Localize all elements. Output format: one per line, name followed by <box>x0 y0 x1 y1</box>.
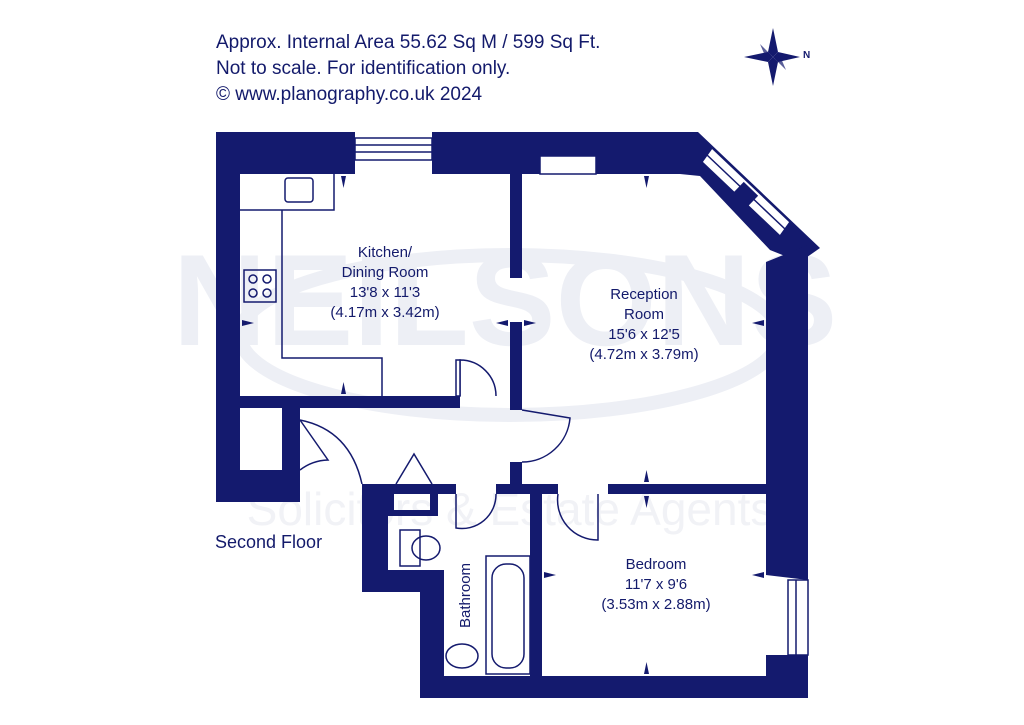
hob-icon <box>243 269 277 303</box>
reception-name-1: Reception <box>610 286 678 303</box>
reception-label: Reception Room 15'6 x 12'5 (4.72m x 3.79… <box>589 286 698 363</box>
scale-note: Not to scale. For identification only. <box>216 58 511 79</box>
kitchen-door <box>459 359 497 397</box>
bath-icon <box>485 555 531 675</box>
reception-window-top <box>539 155 597 175</box>
kitchen-name-1: Kitchen/ <box>358 244 413 261</box>
watermark-logo: NEILSONS <box>173 227 838 373</box>
header-text: Approx. Internal Area 55.62 Sq M / 599 S… <box>216 30 600 108</box>
bedroom-name: Bedroom <box>626 556 687 573</box>
bedroom-size-imperial: 11'7 x 9'6 <box>625 576 687 593</box>
reception-name-2: Room <box>624 306 664 323</box>
compass-north-label: N <box>803 50 810 61</box>
cupboard-door <box>299 419 330 471</box>
bathroom-door <box>455 493 497 530</box>
bathroom-fittings <box>399 529 531 675</box>
kitchen-window <box>354 137 433 161</box>
bedroom-door <box>556 493 599 541</box>
area-text: Approx. Internal Area 55.62 Sq M / 599 S… <box>216 32 601 53</box>
cupboard-door-2 <box>395 452 433 485</box>
kitchen-size-metric: (4.17m x 3.42m) <box>330 304 439 321</box>
reception-size-metric: (4.72m x 3.79m) <box>589 346 698 363</box>
compass-icon: N <box>744 28 810 86</box>
interior-walls <box>238 174 768 680</box>
kitchen-size-imperial: 13'8 x 11'3 <box>350 284 421 301</box>
sink-icon <box>284 177 314 203</box>
kitchen-units <box>240 174 383 396</box>
floor-label: Second Floor <box>215 532 322 552</box>
dimension-arrows <box>242 176 764 674</box>
bedroom-window <box>787 579 809 656</box>
reception-size-imperial: 15'6 x 12'5 <box>608 326 680 343</box>
doors <box>299 359 599 541</box>
kitchen-label: Kitchen/ Dining Room 13'8 x 11'3 (4.17m … <box>330 244 439 321</box>
reception-door <box>521 409 571 463</box>
toilet-icon <box>411 535 441 561</box>
copyright-text: © www.planography.co.uk 2024 <box>216 84 483 105</box>
bedroom-size-metric: (3.53m x 2.88m) <box>601 596 710 613</box>
bedroom-label: Bedroom 11'7 x 9'6 (3.53m x 2.88m) <box>601 556 710 613</box>
bathroom-label: Bathroom <box>457 563 474 628</box>
basin-icon <box>445 643 479 669</box>
kitchen-name-2: Dining Room <box>342 264 429 281</box>
toilet-cistern <box>399 529 421 567</box>
